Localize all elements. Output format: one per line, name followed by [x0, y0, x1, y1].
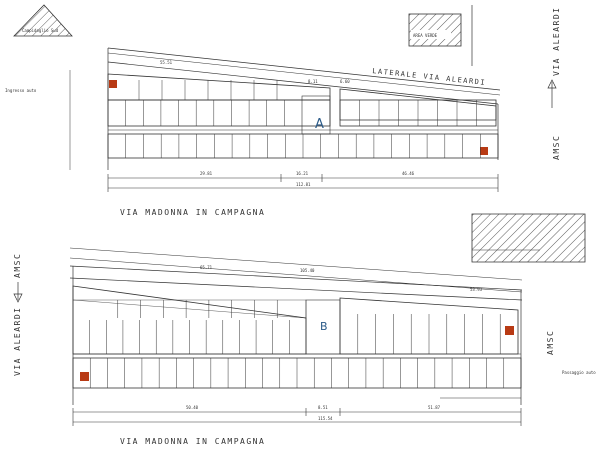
corner-note: Campidoglio Sud [22, 28, 59, 33]
access-marker [505, 326, 514, 335]
corner-hatched-area [13, 4, 73, 37]
right-note: Passaggio auto [562, 370, 596, 375]
bottom-street-label: VIA MADONNA IN CAMPAGNA [120, 437, 266, 446]
direction-arrow-left [13, 282, 23, 303]
top-dim-top-1: 55.51 [160, 60, 173, 65]
sector-b-tag: B [320, 320, 328, 333]
top-dim-1: 29.81 [200, 171, 213, 176]
bottom-dim-1: 50.40 [186, 405, 199, 410]
bottom-parking-plan [69, 247, 523, 426]
left-note: Ingresso auto [5, 88, 37, 93]
top-parking-plan [69, 47, 501, 192]
top-dim-2: 16.21 [296, 171, 309, 176]
top-dim-3: 46.46 [402, 171, 415, 176]
amsc-left-label: AMSC [13, 252, 22, 278]
sector-a-tag: A [315, 117, 324, 132]
mid-building-hatched [471, 213, 586, 263]
access-marker [109, 80, 117, 88]
bottom-dim-top-1: 65.71 [200, 265, 213, 270]
amsc-right-label: AMSC [552, 134, 561, 160]
bottom-dim-top-2: 105.40 [300, 268, 315, 273]
top-building-hatched [408, 13, 462, 47]
bottom-dim-2: 8.51 [318, 405, 328, 410]
top-dim-top-3: 6.60 [340, 79, 350, 84]
area-label: AREA VERDE [413, 33, 438, 38]
bottom-dim-3: 51.87 [428, 405, 441, 410]
access-marker [80, 372, 89, 381]
amsc-right-lower-label: AMSC [546, 329, 555, 355]
access-marker [480, 147, 488, 155]
via-aleardi-left-label: VIA ALEARDI [13, 306, 22, 376]
top-street-label: VIA MADONNA IN CAMPAGNA [120, 208, 266, 217]
bottom-dim-top-3: 53.93 [470, 287, 483, 292]
via-aleardi-right-label: VIA ALEARDI [552, 6, 561, 76]
direction-arrow-right [547, 79, 557, 108]
bottom-total-dim: 115.54 [318, 416, 333, 421]
top-dim-top-2: 8.11 [308, 79, 318, 84]
top-total-dim: 112.81 [296, 182, 311, 187]
